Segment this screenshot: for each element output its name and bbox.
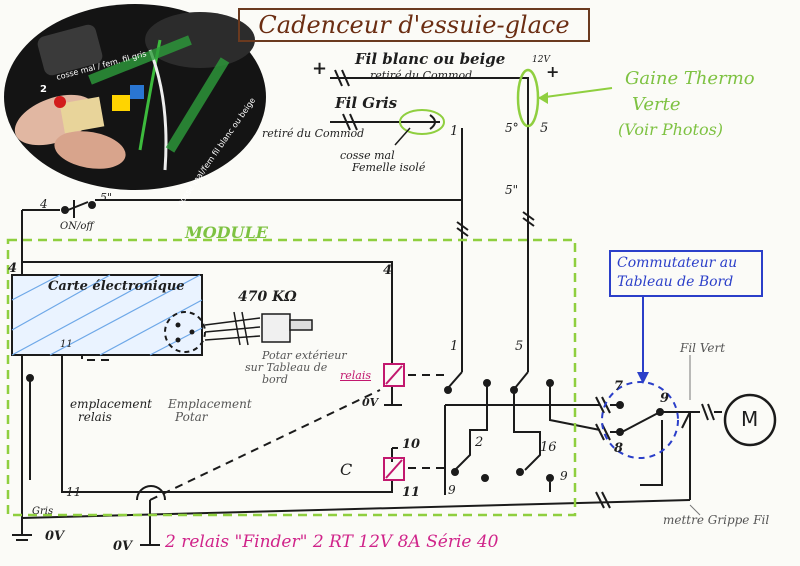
plus-right: + bbox=[546, 62, 560, 81]
module-n4-left: 4 bbox=[8, 261, 18, 276]
commutateur-line1: Commutateur au bbox=[617, 255, 738, 271]
gaine-arrow bbox=[537, 87, 613, 99]
contact-n2: 2 bbox=[475, 435, 484, 450]
finder-label: 2 relais "Finder" 2 RT 12V 8A Série 40 bbox=[165, 532, 499, 552]
cosse-label-2: Femelle isolé bbox=[352, 161, 426, 174]
module-n11b: 11 bbox=[402, 485, 421, 500]
contact-n16: 16 bbox=[540, 440, 557, 455]
fil-vert-label: Fil Vert bbox=[680, 341, 726, 355]
switch-label: ON/off bbox=[60, 221, 94, 232]
gris-label: Gris bbox=[32, 506, 54, 517]
emplacement-potar-1: Emplacement bbox=[168, 397, 252, 411]
emplacement-relais-1: emplacement bbox=[70, 397, 153, 411]
potar-line2: sur Tableau de bbox=[245, 361, 328, 374]
wire-n1: 1 bbox=[450, 124, 459, 139]
photo-illustration bbox=[4, 4, 266, 190]
cosse-label-1: cosse mal bbox=[340, 149, 395, 162]
diagram-title: Cadenceur d'essuie-glace bbox=[238, 8, 590, 42]
module-title: MODULE bbox=[185, 223, 268, 242]
commutateur-n8: 8 bbox=[614, 441, 624, 456]
wiring-lines bbox=[12, 69, 777, 546]
card-title: Carte électronique bbox=[48, 279, 185, 294]
commutateur-n9: 9 bbox=[660, 391, 670, 406]
resistor-value: 470 KΩ bbox=[238, 289, 297, 305]
motor-icon: M bbox=[741, 407, 759, 431]
switch-n5: 5" bbox=[100, 191, 113, 204]
switch-n4: 4 bbox=[40, 197, 48, 211]
commutateur-line2: Tableau de Bord bbox=[617, 274, 734, 290]
module-n1: 1 bbox=[450, 339, 459, 354]
label-12v: 12V bbox=[532, 55, 550, 65]
emplacement-relais-2: relais bbox=[78, 410, 112, 424]
relais-label: relais bbox=[340, 369, 372, 382]
potar-line1: Potar extérieur bbox=[262, 349, 347, 362]
wire-n5b: 5" bbox=[505, 183, 519, 197]
module-ov: 0V bbox=[362, 396, 379, 409]
module-n5: 5 bbox=[515, 339, 524, 354]
contact-n9b: 9 bbox=[560, 469, 568, 483]
fil-gris-sub: retiré du Commod bbox=[262, 127, 365, 140]
cosse-ring bbox=[399, 109, 445, 135]
photo-connector-number: 2 bbox=[40, 84, 47, 95]
grippe-label: mettre Grippe Fil bbox=[663, 513, 770, 527]
ov-left: 0V bbox=[45, 529, 65, 544]
contact-n9: 9 bbox=[448, 483, 456, 497]
module-n10: 10 bbox=[402, 437, 421, 452]
card-n11: 11 bbox=[60, 339, 73, 350]
module-n4-right: 4 bbox=[383, 263, 393, 278]
emplacement-potar-2: Potar bbox=[175, 410, 208, 424]
gaine-line2: Verte bbox=[632, 94, 681, 115]
wire-n5a: 5° bbox=[505, 121, 519, 135]
module-n11c: 11 bbox=[66, 485, 82, 499]
gaine-line1: Gaine Thermo bbox=[625, 68, 755, 89]
fil-blanc-sub: retiré du Commod bbox=[370, 69, 473, 82]
plus-left: + bbox=[312, 58, 328, 79]
gaine-line3: (Voir Photos) bbox=[618, 120, 724, 139]
commutateur-n7: 7 bbox=[614, 379, 624, 394]
electronic-card bbox=[11, 274, 203, 356]
module-border bbox=[6, 238, 577, 517]
ov-mid: 0V bbox=[113, 539, 133, 554]
potar-line3: bord bbox=[262, 373, 288, 386]
relay-coils bbox=[383, 363, 405, 481]
potar-placement bbox=[164, 311, 313, 353]
wire-n5: 5 bbox=[540, 121, 549, 136]
fil-gris-label: Fil Gris bbox=[335, 94, 398, 112]
commutateur-circle bbox=[601, 381, 679, 459]
fil-blanc-label: Fil blanc ou beige bbox=[355, 50, 506, 68]
relay-c-label: C bbox=[340, 460, 353, 479]
